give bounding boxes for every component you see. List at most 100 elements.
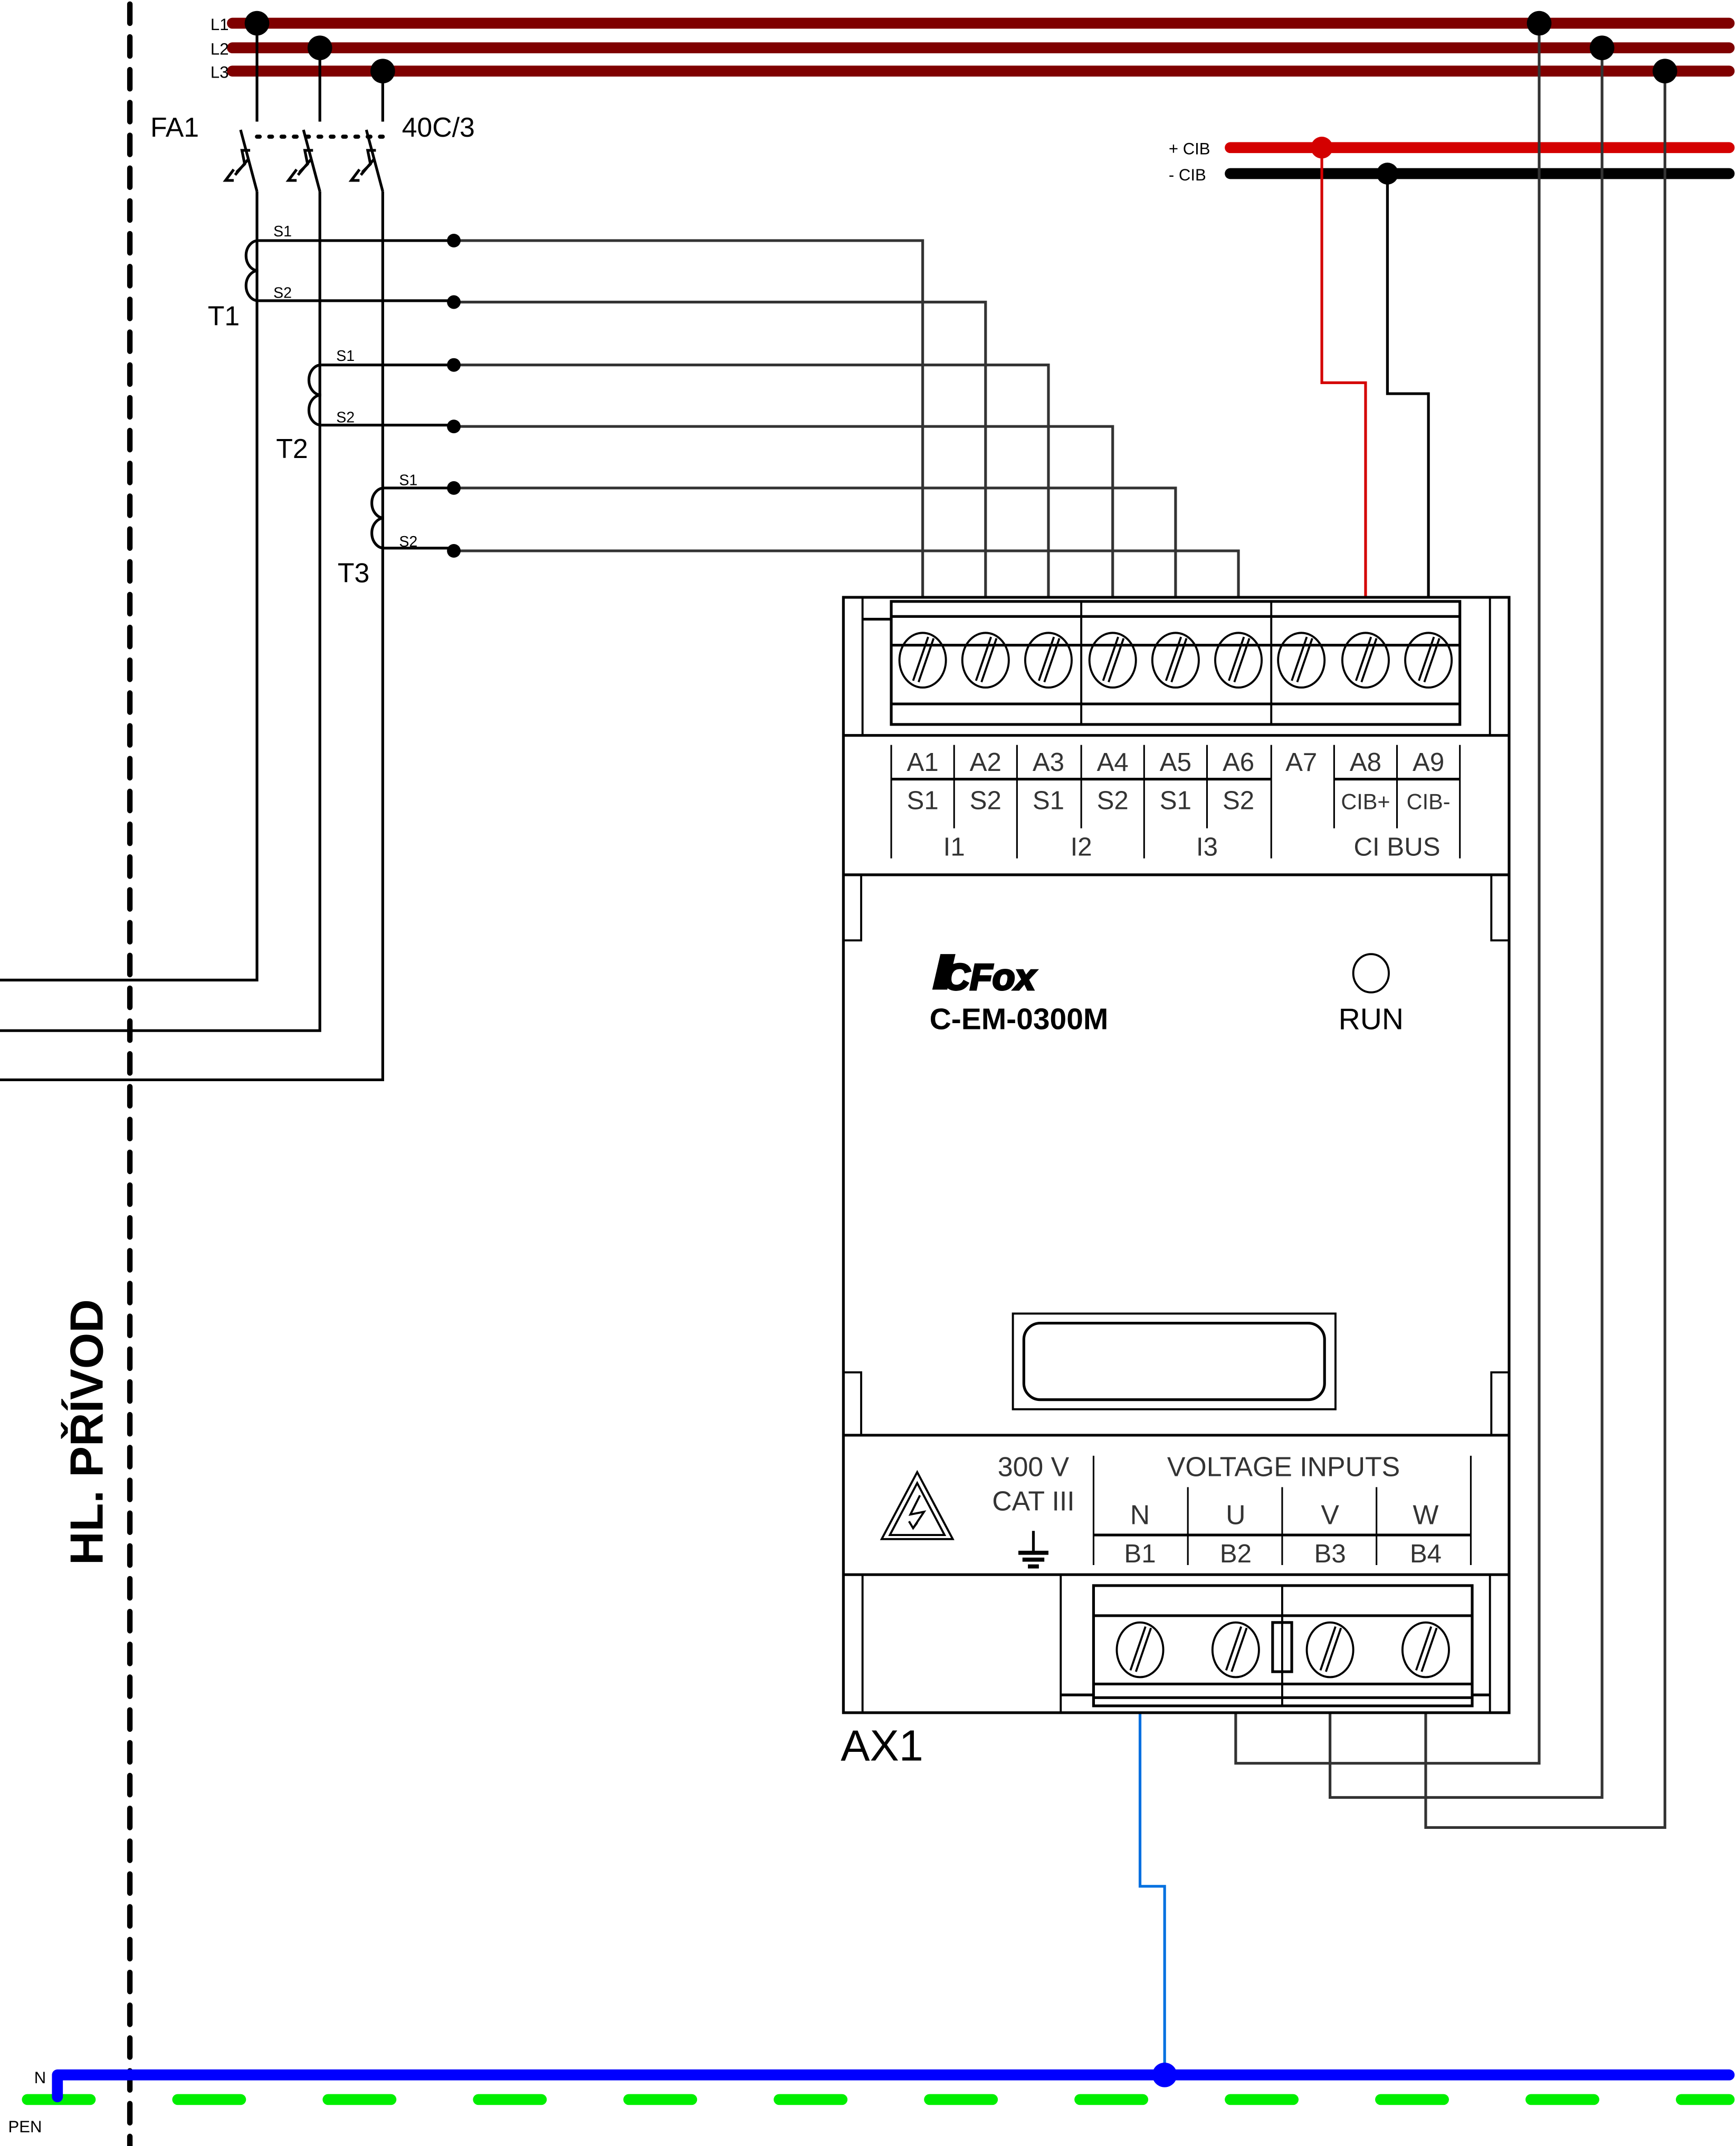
label-neutral: N bbox=[34, 2068, 46, 2087]
device-model: C-EM-0300M bbox=[930, 1003, 1109, 1036]
terminal-a4-func: S2 bbox=[1097, 786, 1129, 815]
screw-a8 bbox=[1341, 632, 1390, 689]
feeder-conductors bbox=[0, 191, 384, 1082]
run-led-label: RUN bbox=[1339, 1003, 1404, 1036]
terminal-a1-func: S1 bbox=[907, 786, 939, 815]
wire-cib-minus bbox=[1386, 173, 1430, 602]
ct-t3-s2: S2 bbox=[399, 533, 417, 550]
screw-b2 bbox=[1211, 1621, 1260, 1678]
terminal-a8-func: CIB+ bbox=[1341, 789, 1390, 814]
ct-t1-s2: S2 bbox=[273, 285, 292, 302]
bottom-terminal-screws bbox=[1115, 1621, 1450, 1678]
terminal-a4-id: A4 bbox=[1097, 748, 1129, 777]
ct-t2-s2: S2 bbox=[336, 409, 355, 426]
group-i3: I3 bbox=[1196, 833, 1218, 862]
cib-busbars: + CIB - CIB bbox=[1169, 140, 1735, 184]
top-terminal-screws bbox=[898, 632, 1453, 689]
voltage-inputs-title: VOLTAGE INPUTS bbox=[1167, 1452, 1400, 1482]
breaker-rating: 40C/3 bbox=[402, 112, 475, 142]
ct-t3-s1: S1 bbox=[399, 472, 417, 489]
terminal-b4-func: W bbox=[1413, 1499, 1438, 1530]
brand-logo: CFox bbox=[932, 954, 1038, 998]
ground-icon bbox=[1018, 1531, 1048, 1569]
ct-t2-label: T2 bbox=[276, 433, 308, 464]
junction-dot bbox=[370, 59, 395, 84]
top-terminal-functions: S1 S2 S1 S2 S1 S2 CIB+ CIB- bbox=[907, 786, 1451, 815]
screw-a7 bbox=[1277, 632, 1326, 689]
bottom-terminal-ids: B1 B2 B3 B4 bbox=[1124, 1539, 1442, 1568]
junction-dot bbox=[1527, 11, 1552, 36]
screw-a2 bbox=[961, 632, 1010, 689]
terminal-a3-func: S1 bbox=[1033, 786, 1064, 815]
ct-t1-label: T1 bbox=[208, 301, 240, 331]
breaker-designation: FA1 bbox=[150, 112, 199, 142]
bottom-terminal-functions: N U V W bbox=[1130, 1499, 1439, 1530]
screw-a1 bbox=[898, 632, 947, 689]
current-transformer-t2 bbox=[307, 364, 454, 427]
phase-busbars: L1 L2 L3 bbox=[211, 15, 1735, 82]
voltage-rating: 300 V bbox=[998, 1452, 1070, 1482]
current-transformer-t1 bbox=[244, 239, 454, 302]
terminal-b3-id: B3 bbox=[1314, 1539, 1346, 1568]
category-rating: CAT III bbox=[992, 1485, 1074, 1516]
terminal-a2-id: A2 bbox=[970, 748, 1001, 777]
section-title: HL. PŘÍVOD bbox=[60, 1299, 112, 1565]
wire-neutral bbox=[1138, 1709, 1166, 2075]
terminal-a1-id: A1 bbox=[907, 748, 939, 777]
junction-dot bbox=[1152, 2062, 1177, 2087]
terminal-a9-func: CIB- bbox=[1407, 789, 1451, 814]
terminal-a9-id: A9 bbox=[1413, 748, 1444, 777]
ct-t3-label: T3 bbox=[338, 558, 369, 588]
wire-cib-plus bbox=[1320, 147, 1367, 602]
junction-dot bbox=[1376, 163, 1399, 185]
terminal-a6-func: S2 bbox=[1223, 786, 1254, 815]
terminal-a5-func: S1 bbox=[1160, 786, 1191, 815]
junction-dot bbox=[1589, 35, 1615, 60]
screw-b3 bbox=[1305, 1621, 1355, 1678]
screw-b4 bbox=[1401, 1621, 1450, 1678]
terminal-a2-func: S2 bbox=[970, 786, 1001, 815]
screw-b1 bbox=[1115, 1621, 1165, 1678]
label-l2: L2 bbox=[211, 40, 229, 59]
terminal-b4-id: B4 bbox=[1410, 1539, 1442, 1568]
terminal-b2-id: B2 bbox=[1220, 1539, 1252, 1568]
ct-t1-s1: S1 bbox=[273, 223, 292, 240]
svg-text:CFox: CFox bbox=[943, 956, 1037, 997]
terminal-a5-id: A5 bbox=[1160, 748, 1191, 777]
run-led-indicator bbox=[1352, 953, 1390, 994]
terminal-b3-func: V bbox=[1321, 1499, 1339, 1530]
terminal-b1-func: N bbox=[1130, 1499, 1150, 1530]
terminal-a8-id: A8 bbox=[1350, 748, 1381, 777]
terminal-b1-id: B1 bbox=[1124, 1539, 1156, 1568]
terminal-a6-id: A6 bbox=[1223, 748, 1254, 777]
screw-a3 bbox=[1024, 632, 1073, 689]
label-cib-minus: - CIB bbox=[1169, 166, 1206, 184]
label-pen: PEN bbox=[8, 2118, 42, 2136]
circuit-breaker bbox=[223, 129, 385, 192]
label-l3: L3 bbox=[211, 63, 229, 82]
current-transformer-t3 bbox=[370, 487, 454, 550]
label-l1: L1 bbox=[211, 15, 229, 34]
screw-a9 bbox=[1404, 632, 1453, 689]
screw-a6 bbox=[1214, 632, 1263, 689]
top-terminal-groups: I1 I2 I3 CI BUS bbox=[943, 833, 1441, 862]
group-i1: I1 bbox=[943, 833, 965, 862]
screw-a4 bbox=[1088, 632, 1137, 689]
device-designation: AX1 bbox=[841, 1721, 923, 1770]
terminal-a7-id: A7 bbox=[1285, 748, 1317, 777]
junction-dot bbox=[1311, 137, 1333, 159]
ct-t2-s1: S1 bbox=[336, 348, 355, 365]
junction-dot bbox=[307, 35, 332, 60]
ct-secondary-wires bbox=[454, 239, 1240, 602]
terminal-a3-id: A3 bbox=[1033, 748, 1064, 777]
group-ci-bus: CI BUS bbox=[1354, 833, 1441, 862]
top-terminal-ids: A1 A2 A3 A4 A5 A6 A7 A8 A9 bbox=[907, 748, 1445, 777]
high-voltage-warning-icon bbox=[880, 1470, 955, 1540]
brand-logo-mark bbox=[932, 954, 956, 990]
junction-dot bbox=[1652, 59, 1677, 84]
voltage-sense-wires bbox=[1234, 23, 1666, 1829]
label-cib-plus: + CIB bbox=[1169, 140, 1210, 158]
busbar-neutral bbox=[52, 2069, 1735, 2103]
screw-a5 bbox=[1151, 632, 1200, 689]
